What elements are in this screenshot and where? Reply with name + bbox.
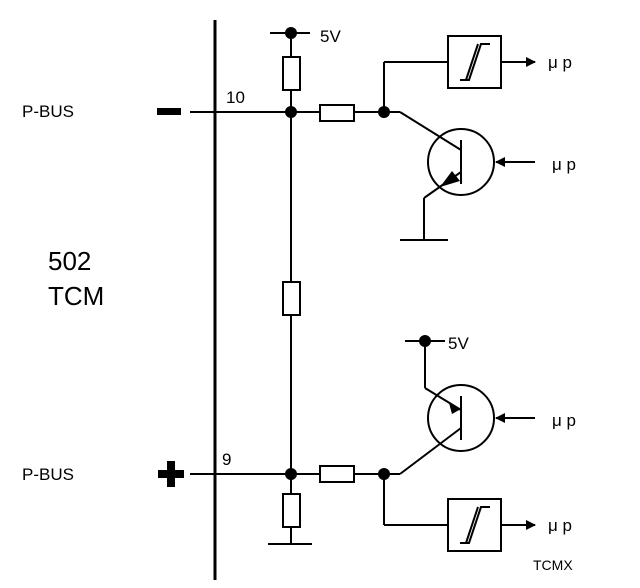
transistor-icon [399, 111, 495, 199]
resistor-icon [319, 465, 355, 483]
resistor-icon [282, 56, 301, 91]
supply-bottom-label: 5V [448, 334, 469, 353]
resistor-icon [282, 493, 301, 528]
up-output-bottom-label: μ p [548, 516, 572, 535]
schmitt-trigger-icon [447, 498, 502, 552]
module-name-label: TCM [48, 281, 104, 311]
resistor-icon [319, 104, 355, 122]
pin-10-label: 10 [226, 88, 245, 107]
resistor-icon [282, 281, 301, 316]
pbus-plus-label: P-BUS [22, 465, 74, 484]
pbus-minus-label: P-BUS [22, 102, 74, 121]
node-pin-9 [285, 468, 297, 480]
up-output-top-label: μ p [548, 53, 572, 72]
figure-code-label: TCMX [533, 557, 573, 573]
minus-icon [157, 108, 181, 115]
plus-icon [158, 461, 184, 487]
node-pin-10 [285, 106, 297, 118]
schmitt-trigger-icon [447, 35, 502, 89]
module-number-label: 502 [48, 246, 91, 276]
up-input-bottom-label: μ p [552, 411, 576, 430]
up-input-top-label: μ p [552, 155, 576, 174]
transistor-icon [399, 384, 495, 475]
pin-9-label: 9 [222, 450, 231, 469]
supply-top-label: 5V [320, 27, 341, 46]
